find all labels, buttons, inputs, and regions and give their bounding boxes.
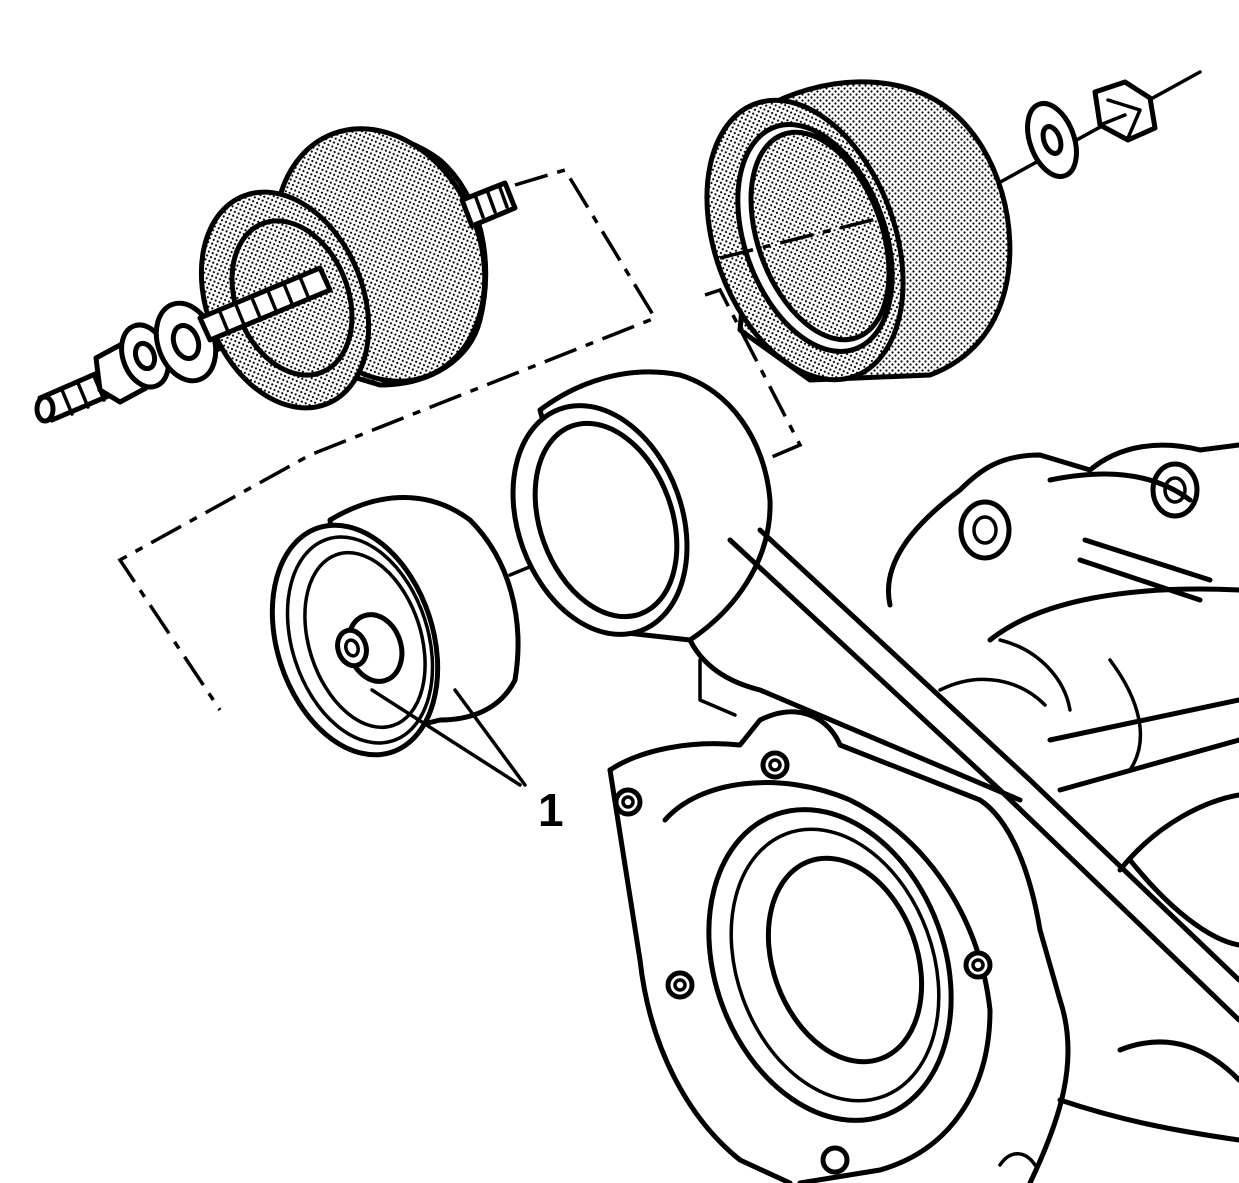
installer-tool-left	[34, 126, 518, 424]
receiver-cup-right	[704, 70, 1202, 383]
callout-1: 1	[370, 688, 564, 836]
callout-label: 1	[538, 784, 564, 836]
seal	[269, 495, 521, 758]
nut-right	[1092, 79, 1158, 143]
housing	[607, 442, 1239, 1183]
bearing-sleeve	[510, 369, 773, 643]
